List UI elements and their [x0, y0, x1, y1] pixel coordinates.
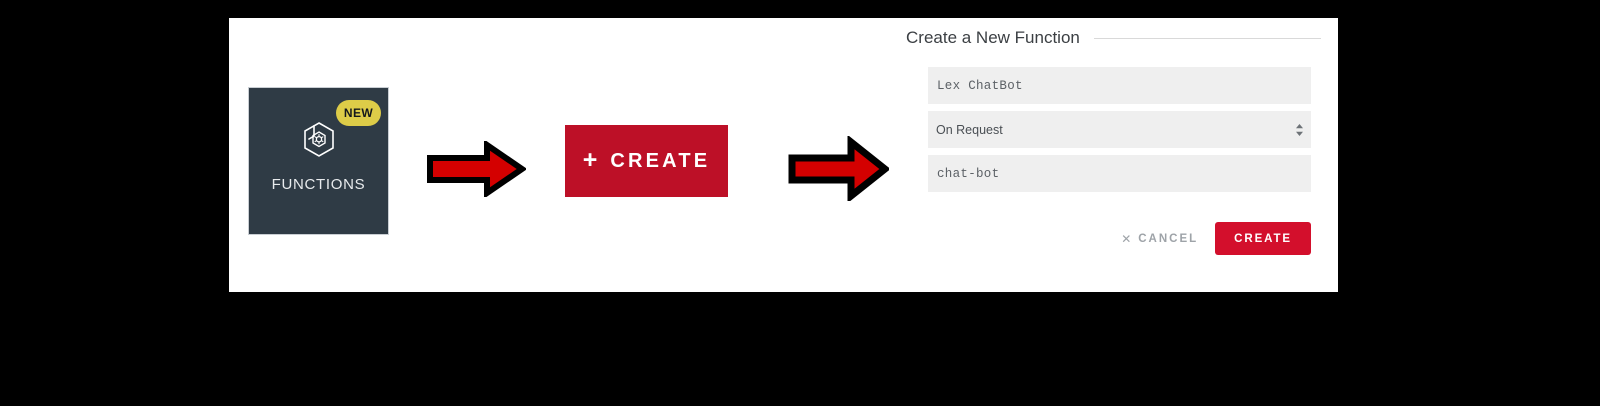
function-slug-value: chat-bot	[937, 166, 1000, 181]
create-button-label: CREATE	[1234, 232, 1292, 245]
trigger-type-select[interactable]: On Request	[928, 111, 1311, 148]
big-create-button[interactable]: + CREATE	[565, 125, 728, 197]
function-name-value: Lex ChatBot	[937, 78, 1023, 93]
function-slug-input[interactable]: chat-bot	[928, 155, 1311, 192]
form-actions: ✕ CANCEL CREATE	[899, 222, 1311, 255]
function-name-input[interactable]: Lex ChatBot	[928, 67, 1311, 104]
cancel-button-label: CANCEL	[1138, 232, 1199, 245]
content-panel: FUNCTIONS NEW + CREATE Create a New Func…	[229, 18, 1338, 292]
big-create-button-label: CREATE	[610, 149, 711, 172]
right-arrow-icon-2	[788, 136, 889, 201]
page-title: Create a New Function	[906, 28, 1080, 47]
new-badge: NEW	[336, 100, 381, 126]
trigger-type-value: On Request	[936, 122, 1003, 137]
chevron-up-down-icon	[1295, 122, 1304, 138]
right-arrow-icon-1	[427, 141, 526, 197]
form-fields: Lex ChatBot On Request chat-bot	[899, 67, 1321, 192]
plus-icon: +	[582, 146, 598, 174]
title-divider	[1093, 37, 1321, 39]
create-button[interactable]: CREATE	[1215, 222, 1311, 255]
cancel-button[interactable]: ✕ CANCEL	[1117, 224, 1202, 254]
form-header: Create a New Function	[899, 28, 1321, 48]
create-function-form: Create a New Function Lex ChatBot On Req…	[899, 28, 1321, 255]
functions-tile-label: FUNCTIONS	[271, 176, 366, 193]
close-x-icon: ✕	[1121, 231, 1132, 246]
hexagon-gear-icon	[297, 118, 341, 162]
functions-tile[interactable]: FUNCTIONS NEW	[248, 87, 389, 235]
